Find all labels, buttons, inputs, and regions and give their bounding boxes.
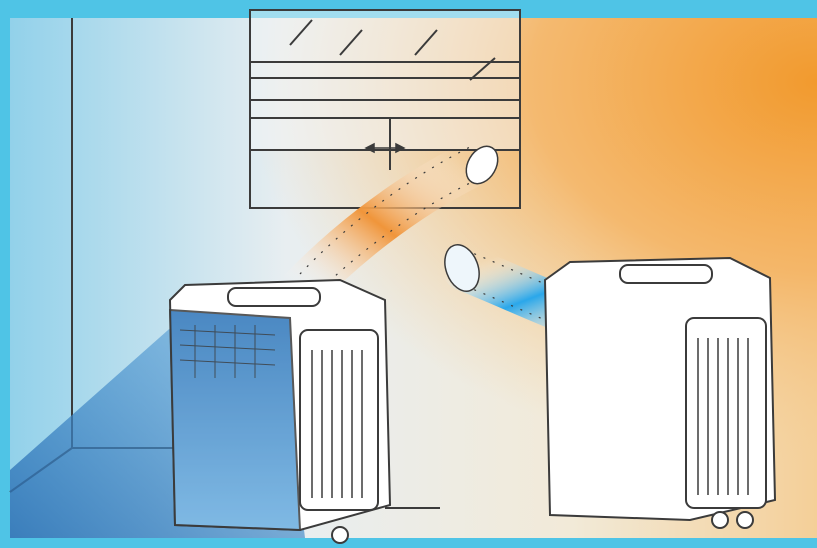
air-conditioner-unit-right [545,258,775,528]
air-conditioner-unit-left [170,280,390,543]
frame-left [0,0,10,548]
frame-bottom [0,538,817,548]
